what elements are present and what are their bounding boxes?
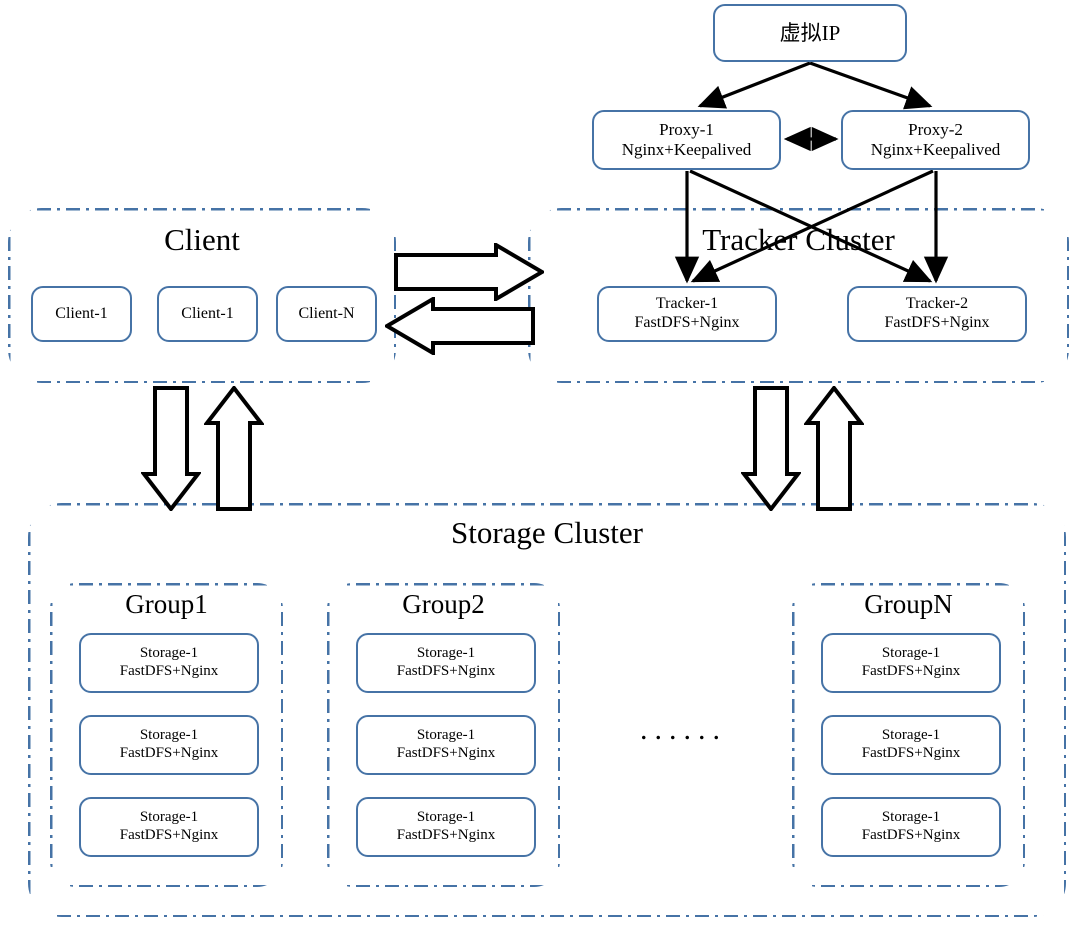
- connector-vip-to-proxy1: [697, 61, 811, 109]
- groups-ellipsis: ......: [640, 713, 727, 746]
- block-arrow-client-to-tracker: [394, 243, 544, 301]
- node-tracker-1[interactable]: Tracker-1 FastDFS+Nginx: [597, 286, 777, 342]
- group-1-storage-node-1-name: Storage-1: [139, 645, 199, 662]
- node-tracker-2-stack: FastDFS+Nginx: [884, 314, 990, 331]
- group-2-storage-node-2-name: Storage-1: [416, 727, 476, 744]
- group-2-storage-node-1-stack: FastDFS+Nginx: [396, 663, 496, 679]
- group-1-storage-node-1-stack: FastDFS+Nginx: [119, 663, 219, 679]
- group-1-storage-node-2[interactable]: Storage-1 FastDFS+Nginx: [79, 715, 259, 775]
- group-2-storage-node-3-name: Storage-1: [416, 809, 476, 826]
- group-n-storage-node-2-name: Storage-1: [881, 727, 941, 744]
- block-arrow-storage-to-client: [204, 386, 264, 511]
- group-2-storage-node-3-stack: FastDFS+Nginx: [396, 827, 496, 843]
- group-n-storage-node-1-name: Storage-1: [881, 645, 941, 662]
- node-tracker-2[interactable]: Tracker-2 FastDFS+Nginx: [847, 286, 1027, 342]
- group-2-storage-node-3[interactable]: Storage-1 FastDFS+Nginx: [356, 797, 536, 857]
- group-2-storage-node-2[interactable]: Storage-1 FastDFS+Nginx: [356, 715, 536, 775]
- group-title-1: Group1: [125, 589, 208, 619]
- node-proxy-1[interactable]: Proxy-1 Nginx+Keepalived: [592, 110, 781, 170]
- node-client-n[interactable]: Client-N: [276, 286, 377, 342]
- node-virtual-ip-label: 虚拟IP: [779, 20, 841, 45]
- node-proxy-2-stack: Nginx+Keepalived: [870, 140, 1001, 159]
- group-1-storage-node-2-name: Storage-1: [139, 727, 199, 744]
- group-n-storage-node-3-name: Storage-1: [881, 809, 941, 826]
- node-proxy-1-name: Proxy-1: [659, 119, 714, 139]
- group-1-storage-node-2-stack: FastDFS+Nginx: [119, 745, 219, 761]
- group-1-storage-node-3[interactable]: Storage-1 FastDFS+Nginx: [79, 797, 259, 857]
- node-tracker-1-stack: FastDFS+Nginx: [634, 314, 740, 331]
- node-client-2[interactable]: Client-1: [157, 286, 258, 342]
- block-arrow-storage-to-tracker: [804, 386, 864, 511]
- block-arrow-tracker-to-client: [385, 297, 535, 355]
- cluster-storage-title: Storage Cluster: [451, 515, 643, 550]
- group-1-storage-node-3-stack: FastDFS+Nginx: [119, 827, 219, 843]
- node-client-1[interactable]: Client-1: [31, 286, 132, 342]
- block-arrow-tracker-to-storage: [741, 386, 801, 511]
- group-title-2: Group2: [402, 589, 485, 619]
- group-title-n: GroupN: [864, 589, 953, 619]
- group-n-storage-node-1-stack: FastDFS+Nginx: [861, 663, 961, 679]
- connector-vip-to-proxy2: [809, 61, 933, 110]
- group-1-storage-node-3-name: Storage-1: [139, 809, 199, 826]
- node-client-n-name: Client-N: [298, 304, 355, 322]
- group-n-storage-node-2[interactable]: Storage-1 FastDFS+Nginx: [821, 715, 1001, 775]
- group-2-storage-node-2-stack: FastDFS+Nginx: [396, 745, 496, 761]
- node-proxy-2[interactable]: Proxy-2 Nginx+Keepalived: [841, 110, 1030, 170]
- cluster-client-title: Client: [164, 222, 240, 257]
- node-tracker-2-name: Tracker-2: [905, 295, 969, 313]
- group-n-storage-node-3[interactable]: Storage-1 FastDFS+Nginx: [821, 797, 1001, 857]
- node-proxy-2-name: Proxy-2: [908, 119, 963, 139]
- node-tracker-1-name: Tracker-1: [655, 295, 719, 313]
- group-n-storage-node-2-stack: FastDFS+Nginx: [861, 745, 961, 761]
- group-1-storage-node-1[interactable]: Storage-1 FastDFS+Nginx: [79, 633, 259, 693]
- node-client-2-name: Client-1: [181, 304, 234, 322]
- group-2-storage-node-1-name: Storage-1: [416, 645, 476, 662]
- group-n-storage-node-3-stack: FastDFS+Nginx: [861, 827, 961, 843]
- node-virtual-ip[interactable]: 虚拟IP: [713, 4, 907, 62]
- node-client-1-name: Client-1: [55, 304, 108, 322]
- cluster-tracker-title: Tracker Cluster: [702, 222, 895, 257]
- block-arrow-client-to-storage: [141, 386, 201, 511]
- node-proxy-1-stack: Nginx+Keepalived: [621, 140, 752, 159]
- group-n-storage-node-1[interactable]: Storage-1 FastDFS+Nginx: [821, 633, 1001, 693]
- group-2-storage-node-1[interactable]: Storage-1 FastDFS+Nginx: [356, 633, 536, 693]
